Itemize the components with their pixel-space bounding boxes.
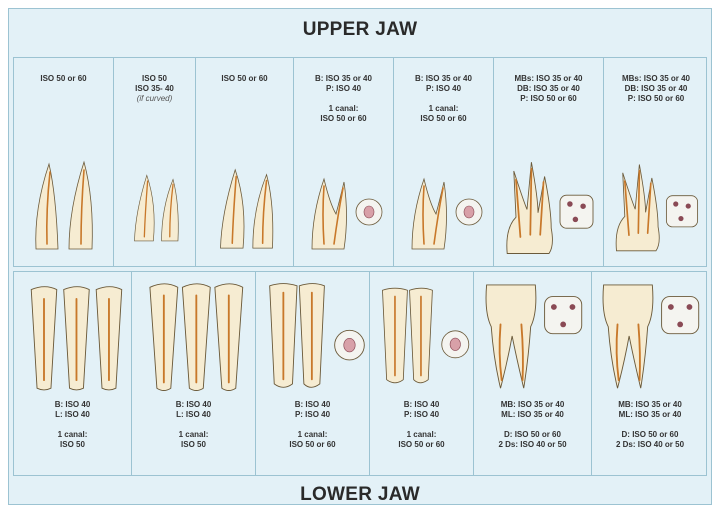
label-line: 1 canal:: [406, 430, 437, 439]
label-line: [14, 420, 131, 430]
label-line: 1 canal:: [57, 430, 88, 439]
lower-jaw-title: LOWER JAW: [300, 484, 420, 505]
tooth-illustration: [269, 283, 365, 388]
label-line: ISO 50 or 60: [40, 74, 87, 83]
label-line: 2 Ds: ISO 40 or 50: [615, 440, 685, 449]
label-line: MBs: ISO 35 or 40: [514, 74, 583, 83]
label-line: ML: ISO 35 or 40: [501, 410, 564, 419]
label-line: B: ISO 40: [294, 400, 331, 409]
label-line: ISO 50 or 60: [320, 114, 367, 123]
label-line: MB: ISO 35 or 40: [618, 400, 682, 409]
label-line: P: ISO 40: [325, 84, 362, 93]
upper-column-3-label: ISO 50 or 60: [196, 74, 293, 84]
tooth-illustration: [485, 284, 583, 389]
label-line: 1 canal:: [328, 104, 359, 113]
tooth-illustration: [35, 160, 93, 250]
tooth-illustration: [134, 174, 179, 242]
label-line: 2 Ds: ISO 40 or 50: [498, 440, 567, 449]
tooth-illustration: [382, 287, 470, 384]
tooth-illustration: [602, 284, 700, 389]
label-line: 1 canal:: [178, 430, 209, 439]
label-note: (if curved): [136, 94, 173, 103]
label-line: MBs: ISO 35 or 40: [621, 74, 691, 83]
label-line: MB: ISO 35 or 40: [500, 400, 565, 409]
label-line: DB: ISO 35 or 40: [517, 84, 580, 93]
label-line: [256, 420, 369, 430]
label-line: [370, 420, 473, 430]
label-line: L: ISO 40: [55, 410, 90, 419]
label-line: [474, 420, 591, 430]
label-line: P: ISO 40: [425, 84, 462, 93]
tooth-illustration: [311, 177, 383, 250]
label-line: B: ISO 40: [175, 400, 212, 409]
label-line: P: ISO 50 or 60: [520, 94, 577, 103]
label-line: D: ISO 50 or 60: [504, 430, 561, 439]
label-line: P: ISO 40: [403, 410, 440, 419]
upper-jaw-title: UPPER JAW: [302, 19, 418, 40]
label-line: ISO 50 or 60: [398, 440, 445, 449]
label-line: ISO 50 or 60: [420, 114, 467, 123]
tooth-illustration: [149, 283, 244, 391]
label-line: 1 canal:: [428, 104, 459, 113]
label-line: B: ISO 40: [403, 400, 440, 409]
upper-column-1-label: ISO 50 or 60: [14, 74, 113, 84]
label-line: ISO 50: [181, 440, 206, 449]
label-line: [394, 94, 493, 104]
label-line: D: ISO 50 or 60: [621, 430, 679, 439]
label-line: L: ISO 40: [176, 410, 211, 419]
label-line: B: ISO 35 or 40: [415, 74, 472, 83]
label-line: [592, 420, 708, 430]
label-line: ISO 50: [142, 74, 167, 83]
upper-column-3: ISO 50 or 60: [196, 58, 294, 266]
label-line: P: ISO 50 or 60: [627, 94, 685, 103]
upper-column-1: ISO 50 or 60: [14, 58, 114, 266]
label-line: P: ISO 40: [294, 410, 331, 419]
label-line: DB: ISO 35 or 40: [624, 84, 688, 93]
label-line: B: ISO 40: [54, 400, 91, 409]
tooth-illustration: [30, 286, 123, 391]
label-line: ISO 50 or 60: [221, 74, 268, 83]
tooth-illustration: [411, 177, 483, 250]
label-line: ML: ISO 35 or 40: [618, 410, 682, 419]
label-line: ISO 50 or 60: [289, 440, 336, 449]
label-line: 1 canal:: [297, 430, 328, 439]
tooth-illustration: [615, 164, 699, 252]
label-line: B: ISO 35 or 40: [315, 74, 372, 83]
label-line: [294, 94, 393, 104]
tooth-illustration: [506, 162, 594, 254]
label-line: [132, 420, 255, 430]
label-line: ISO 50: [60, 440, 85, 449]
label-line: ISO 35- 40: [135, 84, 174, 93]
tooth-illustration: [220, 168, 274, 249]
